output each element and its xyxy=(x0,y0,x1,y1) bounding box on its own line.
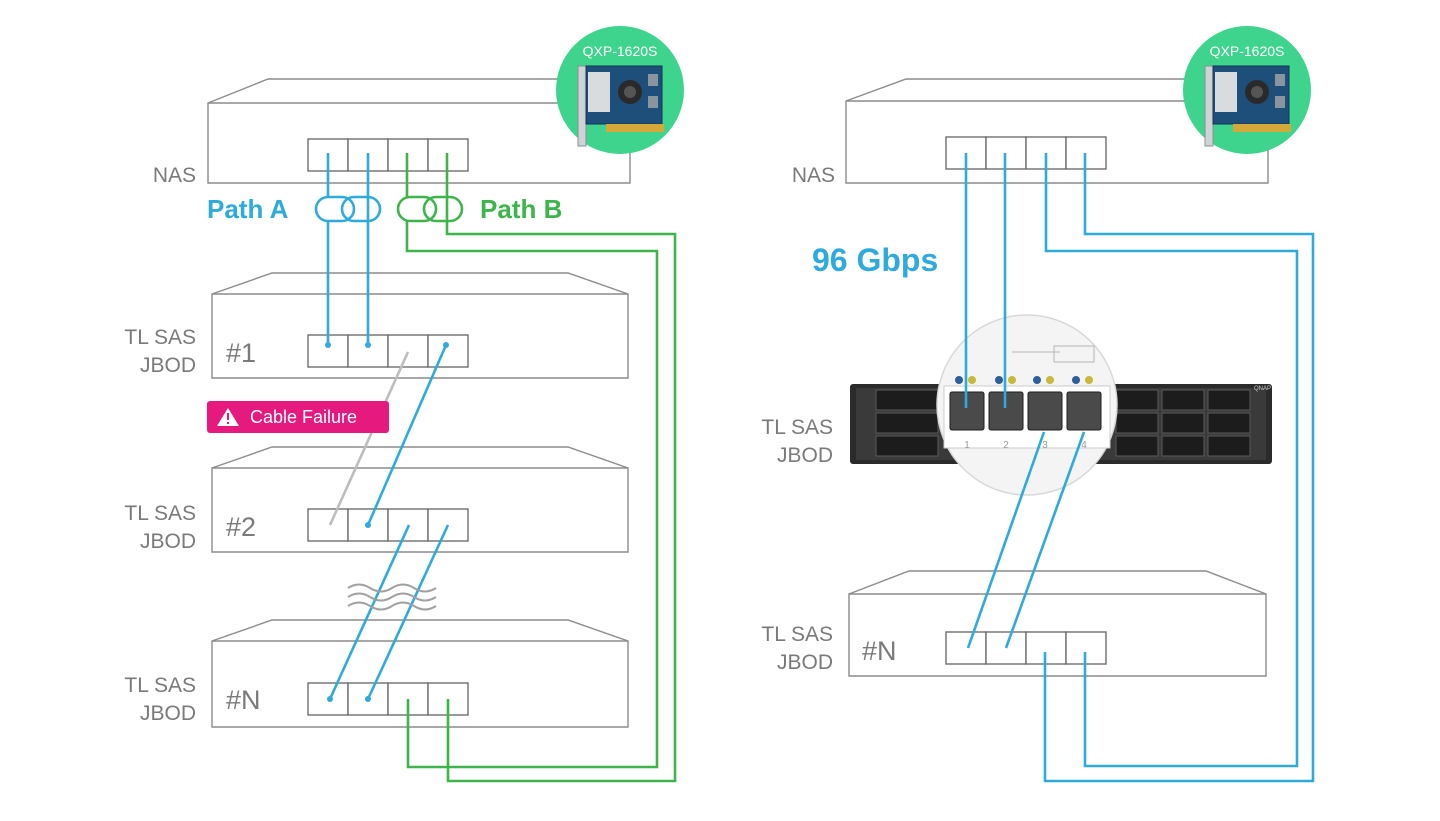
left-unit-n-label: #N xyxy=(226,685,261,715)
speed-label: 96 Gbps xyxy=(812,242,938,278)
left-jbod-1-label-line2: JBOD xyxy=(140,354,196,377)
path-a-label: Path A xyxy=(207,194,289,224)
left-jbod-1-box xyxy=(211,272,629,379)
right-jbod-n-label-line2: JBOD xyxy=(777,651,833,674)
magnifier-port-number-4: 4 xyxy=(1081,440,1087,451)
right-jbod-n-box xyxy=(848,570,1267,677)
wave-icon xyxy=(347,583,437,611)
magnifier-port-number-3: 3 xyxy=(1042,440,1048,451)
left-diagram: NAS #1 TL SAS JBOD #2 TL SAS JBOD xyxy=(124,26,684,783)
right-unit-n-label: #N xyxy=(862,636,897,666)
left-jbod-2-label-line2: JBOD xyxy=(140,530,196,553)
left-jbod-2-label-line1: TL SAS xyxy=(124,502,196,525)
right-qxp-card: QXP-1620S xyxy=(1183,26,1311,154)
left-unit-2-label: #2 xyxy=(226,512,256,542)
left-port-connectors xyxy=(325,342,449,702)
right-cables xyxy=(964,153,1315,783)
link-icon xyxy=(396,195,464,223)
left-jbod-n-label-line1: TL SAS xyxy=(124,674,196,697)
right-jbod-1-label-line1: TL SAS xyxy=(761,416,833,439)
left-unit-1-label: #1 xyxy=(226,338,256,368)
left-nas-label: NAS xyxy=(153,164,196,187)
right-nas-box xyxy=(845,78,1269,184)
device-brand: QNAP xyxy=(1254,386,1271,392)
left-path-a-cables xyxy=(326,153,450,700)
right-nas-label: NAS xyxy=(792,164,835,187)
right-card-badge: QXP-1620S xyxy=(1210,43,1285,59)
path-b-label: Path B xyxy=(480,194,562,224)
pcie-card-icon xyxy=(577,65,664,147)
right-diagram: NAS #N TL SAS JBOD xyxy=(761,26,1315,783)
magnifier-port-number-1: 1 xyxy=(964,440,970,451)
cable-failure-badge: Cable Failure xyxy=(207,401,389,433)
left-jbod-1-label-line1: TL SAS xyxy=(124,326,196,349)
left-jbod-n-box xyxy=(211,619,629,728)
pcie-card-icon xyxy=(1204,65,1291,147)
link-icon xyxy=(314,195,382,223)
right-jbod-1-label-line2: JBOD xyxy=(777,444,833,467)
left-jbod-2-box xyxy=(211,446,629,553)
magnifier-port-number-2: 2 xyxy=(1003,440,1009,451)
port-magnifier: 1 2 3 4 xyxy=(936,314,1118,496)
left-failed-cable xyxy=(328,351,410,526)
cable-failure-label: Cable Failure xyxy=(250,407,357,427)
right-jbod-n-label-line1: TL SAS xyxy=(761,623,833,646)
left-qxp-card: QXP-1620S xyxy=(556,26,684,154)
warning-icon xyxy=(217,408,239,426)
left-card-badge: QXP-1620S xyxy=(583,43,658,59)
left-jbod-n-label-line2: JBOD xyxy=(140,702,196,725)
